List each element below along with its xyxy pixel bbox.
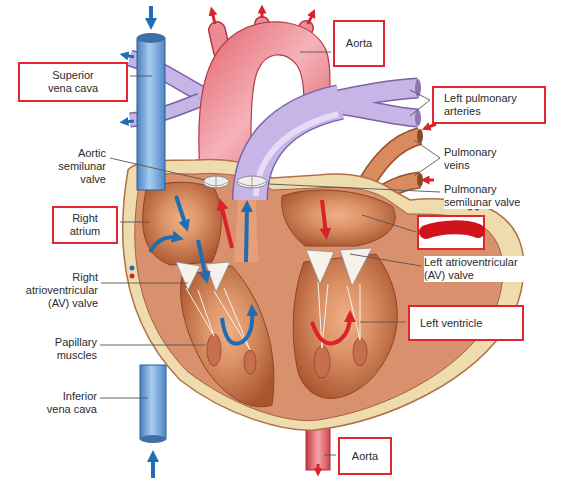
leader-line [410,100,430,116]
artery-opening [415,110,421,126]
pulmonary-valve [237,176,267,188]
flow-arrow [176,196,186,226]
coronary-vessel [130,266,135,271]
box-label: Left pulmonary arteries [444,92,536,118]
flow-arrow [425,179,434,182]
vessel-opening [140,435,166,443]
label-box: Aorta [333,20,385,67]
leader-line [324,455,336,456]
flow-arrow [246,206,247,262]
leader-line [300,52,331,53]
vessel-opening [137,33,165,43]
flow-arrow [317,464,320,472]
chorda [198,290,214,336]
leader-line [350,254,421,266]
chordae-tendineae [186,282,360,350]
label-box: Left pulmonary arteries [432,86,546,124]
papillary-muscle [314,346,330,378]
flow-arrow [149,6,153,24]
part-label: Inferior vena cava [42,390,97,416]
flow-arrow [198,240,206,278]
leader-line [360,322,406,323]
flow-arrow [212,11,215,24]
vein-opening [417,173,423,187]
box-label: Superior vena cava [42,69,104,95]
vein-opening [417,129,423,143]
part-label: Right atrioventricular (AV) valve [20,271,98,310]
box-label: Aorta [352,450,378,463]
right-atrium [143,182,222,265]
label-box: Superior vena cava [18,62,128,102]
coronary-vessel [130,274,135,279]
flow-arrow [308,13,313,24]
left-ventricle [293,254,397,398]
part-label: Left atrioventricular (AV) valve [424,256,532,282]
box-label: Aorta [346,37,372,50]
valve-cusp [306,250,334,284]
flow-arrow [151,456,155,478]
part-label: Aortic semilunar valve [46,147,106,186]
leader-line [410,90,430,100]
leader-line [100,398,148,399]
redacted-box [418,216,484,249]
papillary-muscle [244,350,256,374]
flow-arrow [322,200,326,234]
flow-arrow [124,121,134,122]
flow-arrow [222,310,252,344]
left-atrium [282,190,395,246]
label-box: Right atrium [52,206,118,244]
chorda [360,284,361,340]
pulmonary-artery [330,104,418,118]
leader-line [101,283,188,284]
valve-cusp [340,248,372,286]
flow-arrow [261,9,264,18]
leader-line [268,184,440,192]
part-label: Pulmonary veins [444,146,504,172]
chorda [347,286,360,340]
valve-cusp-line [238,176,266,188]
part-label: Papillary muscles [42,336,97,362]
box-label: Right atrium [63,212,107,238]
flow-arrow [221,204,232,248]
part-label: Pulmonary semilunar valve [444,183,532,209]
leader-line [120,222,150,223]
flow-arrow [150,237,178,252]
aortic-valve [203,176,229,188]
right-ventricle [181,266,274,407]
valve-cusp-line [204,176,228,188]
label-box: Aorta [338,437,392,475]
valve-cusp [176,262,200,290]
leader-line [362,215,416,232]
leader-line [100,345,206,346]
papillary-muscle [353,338,367,366]
leader-line [110,158,205,180]
leader-line [130,76,152,77]
box-label: Left ventricle [420,317,482,330]
valve-cusp [206,262,230,292]
papillary-muscle [207,334,221,366]
myocardium [135,174,503,421]
flow-arrow [124,55,134,57]
chorda [186,288,214,336]
pulmonary-artery [330,104,418,118]
leader-line [414,140,440,158]
flow-arrow [426,124,436,128]
leader-line [414,158,440,176]
label-box: Left ventricle [408,305,524,341]
outflow-tract [234,200,258,262]
redaction-scribble [426,227,478,232]
inferior-vena-cava [140,365,166,439]
flow-arrow [312,316,350,343]
